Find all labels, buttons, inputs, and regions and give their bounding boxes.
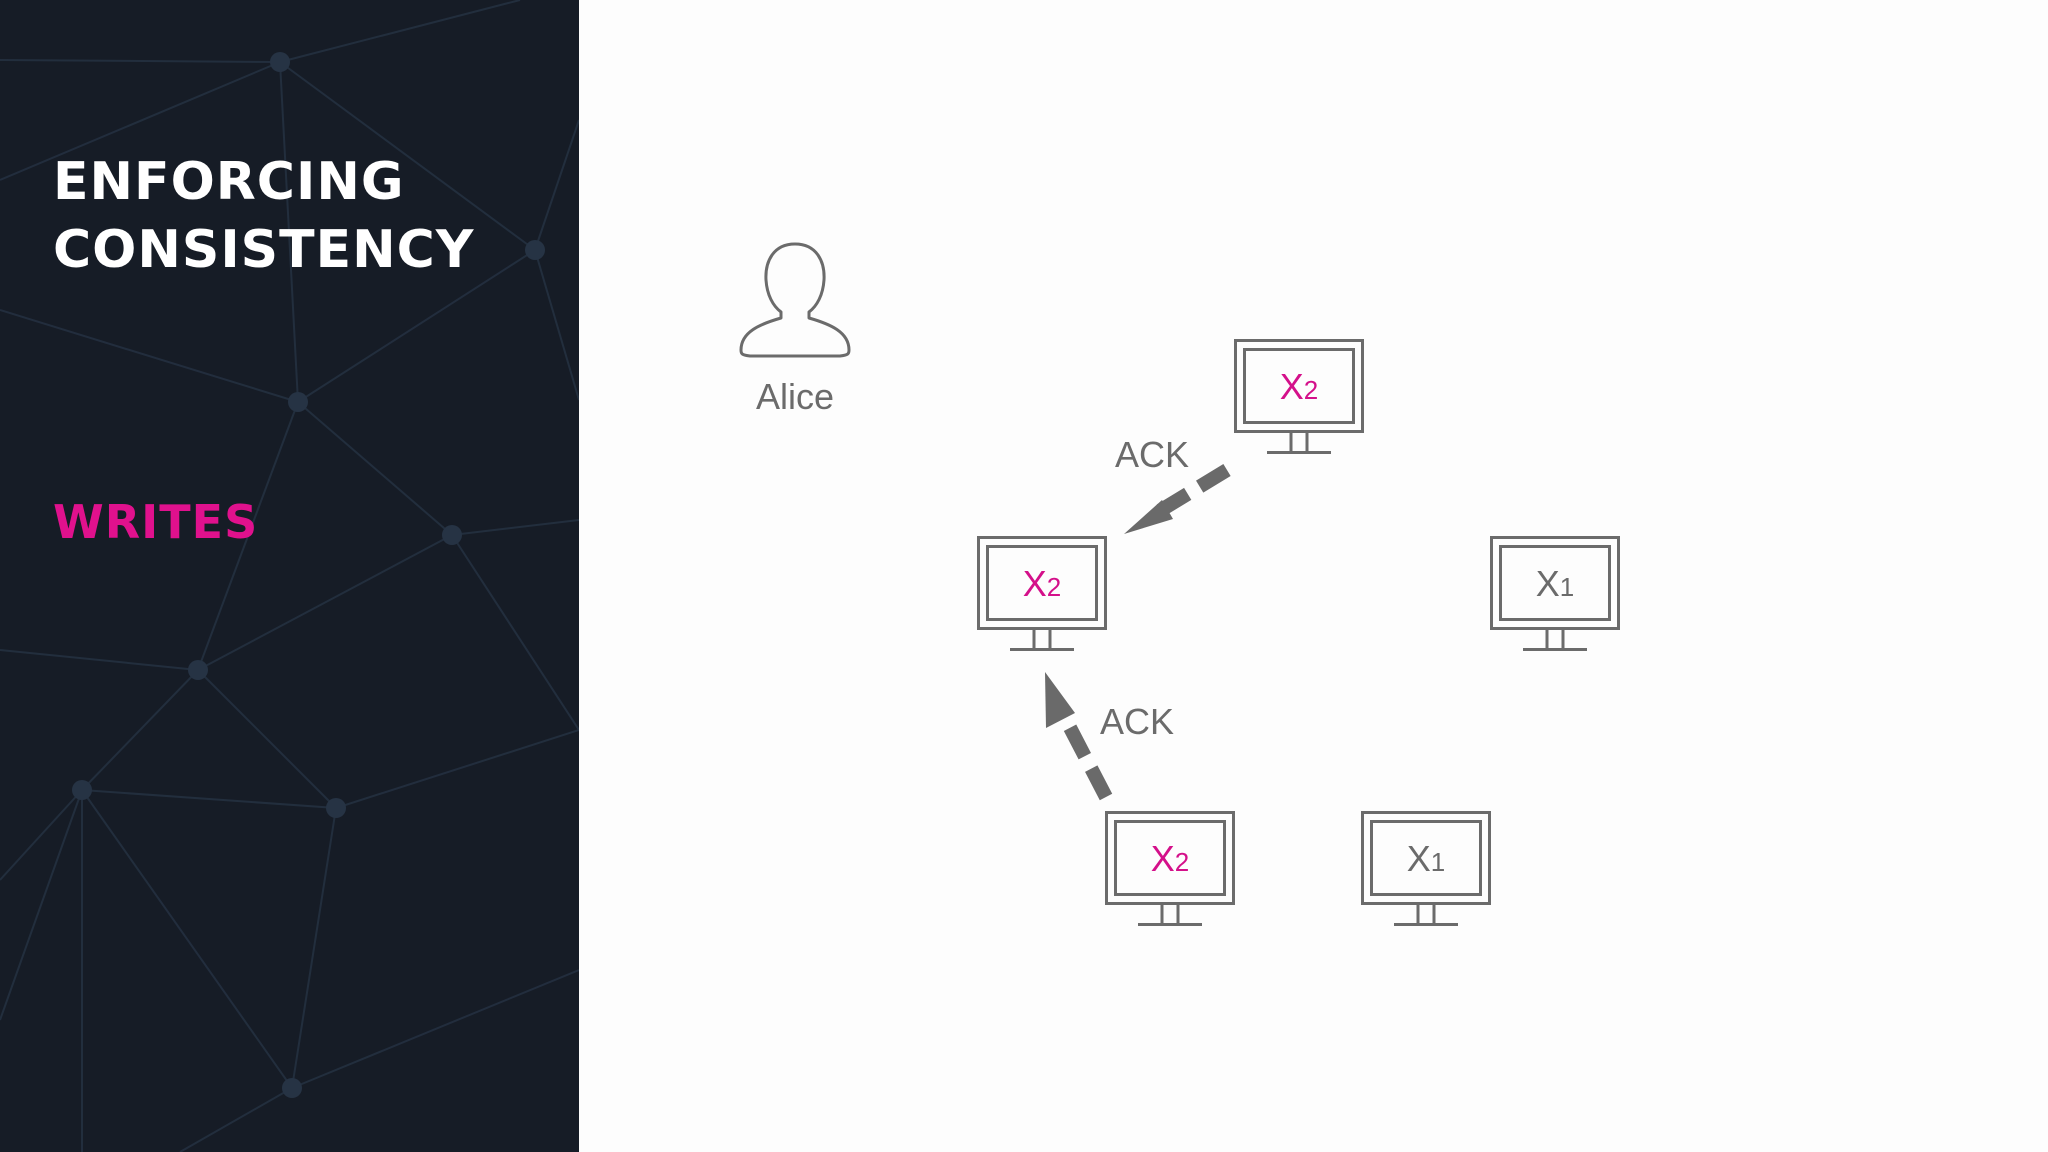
replica-value: X2 bbox=[1151, 838, 1189, 879]
replica-value: X2 bbox=[1280, 366, 1318, 407]
sidebar-panel: ENFORCING CONSISTENCY WRITES bbox=[0, 0, 579, 1152]
ack-arrow-head bbox=[1124, 500, 1173, 534]
client-name: Alice bbox=[756, 376, 834, 417]
client-alice: Alice bbox=[739, 242, 851, 417]
replica-top: X2 bbox=[1234, 339, 1364, 454]
person-icon bbox=[739, 242, 851, 358]
ack-label-top: ACK bbox=[1115, 434, 1189, 475]
replica-value: X1 bbox=[1407, 838, 1445, 879]
replica-middle-right: X1 bbox=[1490, 536, 1620, 651]
ack-arrow-shaft bbox=[1059, 716, 1113, 801]
replica-middle-left: X2 bbox=[977, 536, 1107, 651]
replica-bottom-right: X1 bbox=[1361, 811, 1491, 926]
replica-value: X2 bbox=[1023, 563, 1061, 604]
network-mesh-background bbox=[0, 0, 579, 1152]
section-subtitle: WRITES bbox=[53, 495, 259, 549]
replica-bottom-left: X2 bbox=[1105, 811, 1235, 926]
ack-arrow-head bbox=[1045, 672, 1075, 728]
slide-title: ENFORCING CONSISTENCY bbox=[53, 148, 474, 284]
ack-label-bottom: ACK bbox=[1100, 701, 1174, 742]
ack-arrow-bottom bbox=[1045, 672, 1113, 801]
replica-value: X1 bbox=[1536, 563, 1574, 604]
title-line-1: ENFORCING bbox=[53, 152, 405, 212]
title-line-2: CONSISTENCY bbox=[53, 220, 475, 280]
ack-arrow-top bbox=[1124, 464, 1231, 534]
